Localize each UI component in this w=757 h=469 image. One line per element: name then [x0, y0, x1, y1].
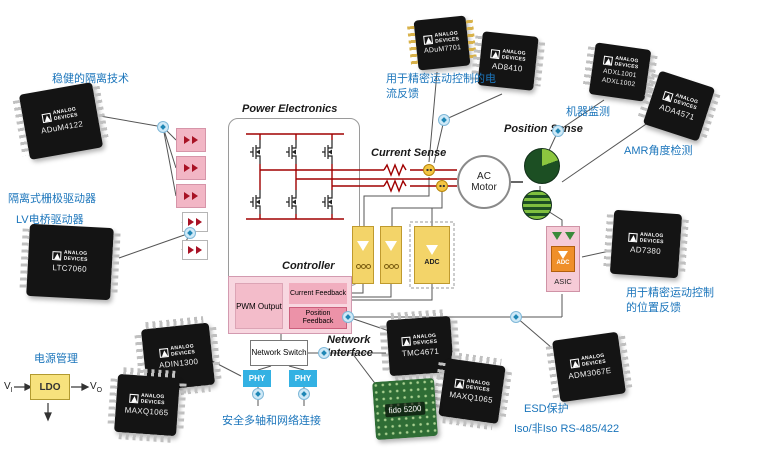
junction-node	[342, 311, 354, 323]
isolated-modulator-block	[380, 226, 402, 284]
ac-motor: AC Motor	[457, 155, 511, 209]
junction-node	[510, 311, 522, 323]
chip-label: ADuM7701	[423, 44, 462, 55]
label-current-feedback-note: 用于精密运动控制的电流反馈	[386, 73, 496, 100]
encoder-disc-icon	[524, 148, 560, 184]
label-position-feedback-note: 用于精密运动控制的位置反馈	[626, 287, 714, 314]
driver-triangle-icon	[192, 192, 198, 200]
mosfet-symbols	[250, 140, 333, 214]
chip-label: fido 5200	[384, 401, 426, 417]
current-sensor-icon	[423, 164, 435, 176]
label-safe-multiaxis: 安全多轴和网络连接	[222, 415, 321, 427]
transformer-icon	[355, 264, 371, 270]
bridge-driver-block	[182, 240, 208, 260]
driver-triangle-icon	[192, 136, 198, 144]
gate-driver-block	[176, 184, 206, 208]
isolation-dashed-box	[409, 221, 455, 289]
amp-triangle-icon	[385, 240, 397, 251]
sensor-amp-icons	[551, 232, 575, 241]
junction-node	[252, 388, 264, 400]
label-lv-bridge-driver: LV电桥驱动器	[16, 214, 84, 226]
junction-node	[184, 227, 196, 239]
phy-block: PHY	[289, 370, 317, 387]
label-iso-rs485: Iso/非Iso RS-485/422	[514, 423, 620, 435]
adc-triangle-icon	[426, 244, 438, 255]
pwm-output-block: PWM Output	[235, 283, 283, 329]
driver-triangle-icon	[188, 218, 194, 226]
junction-node	[318, 347, 330, 359]
controller-block: PWM Output Current Feedback Position Fee…	[228, 276, 352, 334]
chip-fido5200: fido 5200	[372, 377, 438, 441]
asic-label: ASIC	[554, 276, 572, 286]
chip-label: ADIN1300	[158, 356, 199, 370]
transformer-icon	[383, 264, 399, 270]
adc-label: ADC	[424, 258, 440, 266]
junction-node	[552, 125, 564, 137]
asic-block: ADC ASIC	[546, 226, 580, 292]
label-position-sense: Position Sense	[504, 123, 583, 135]
asic-adc-block: ADC	[551, 245, 575, 272]
driver-triangle-icon	[184, 192, 190, 200]
vin-label: VI	[4, 381, 13, 394]
driver-triangle-icon	[192, 164, 198, 172]
chip-label: MAXQ1065	[124, 405, 169, 418]
phy-block: PHY	[243, 370, 271, 387]
label-controller: Controller	[282, 260, 335, 272]
junction-node	[438, 114, 450, 126]
adc-triangle-icon	[558, 251, 568, 259]
junction-node	[298, 388, 310, 400]
driver-triangle-icon	[196, 218, 202, 226]
label-robust-isolation: 稳健的隔离技术	[52, 73, 129, 85]
junction-node	[157, 121, 169, 133]
driver-triangle-icon	[184, 164, 190, 172]
resolver-disc-icon	[522, 190, 552, 220]
position-feedback-block: Position Feedback	[289, 307, 347, 329]
label-amr-angle: AMR角度检测	[624, 145, 693, 157]
chip-label: AD7380	[629, 244, 662, 257]
label-power-management: 电源管理	[34, 353, 78, 365]
driver-triangle-icon	[196, 246, 202, 254]
amp-triangle-icon	[357, 240, 369, 251]
isolated-modulator-block	[352, 226, 374, 284]
current-sensor-icon	[436, 180, 448, 192]
gate-driver-block	[176, 156, 206, 180]
label-network-interface: Network Interface	[327, 334, 373, 360]
label-machine-monitoring: 机器监测	[566, 106, 610, 118]
ldo-block: LDO	[30, 374, 70, 400]
gate-driver-block	[176, 128, 206, 152]
label-current-sense: Current Sense	[371, 147, 447, 159]
label-isolated-gate-driver: 隔离式栅极驱动器	[8, 193, 96, 205]
adc-block: ADC	[414, 226, 450, 284]
ldo-arrows	[14, 383, 90, 422]
network-switch-block: Network Switch	[250, 340, 308, 366]
current-feedback-block: Current Feedback	[289, 283, 347, 304]
label-power-electronics: Power Electronics	[242, 103, 338, 115]
asic-adc-label: ADC	[556, 260, 570, 266]
label-esd-protection: ESD保护	[524, 403, 569, 415]
vout-label: VO	[90, 381, 103, 394]
driver-triangle-icon	[188, 246, 194, 254]
chip-label: TMC4671	[401, 346, 440, 359]
chip-label: LTC7060	[52, 263, 88, 274]
driver-triangle-icon	[184, 136, 190, 144]
